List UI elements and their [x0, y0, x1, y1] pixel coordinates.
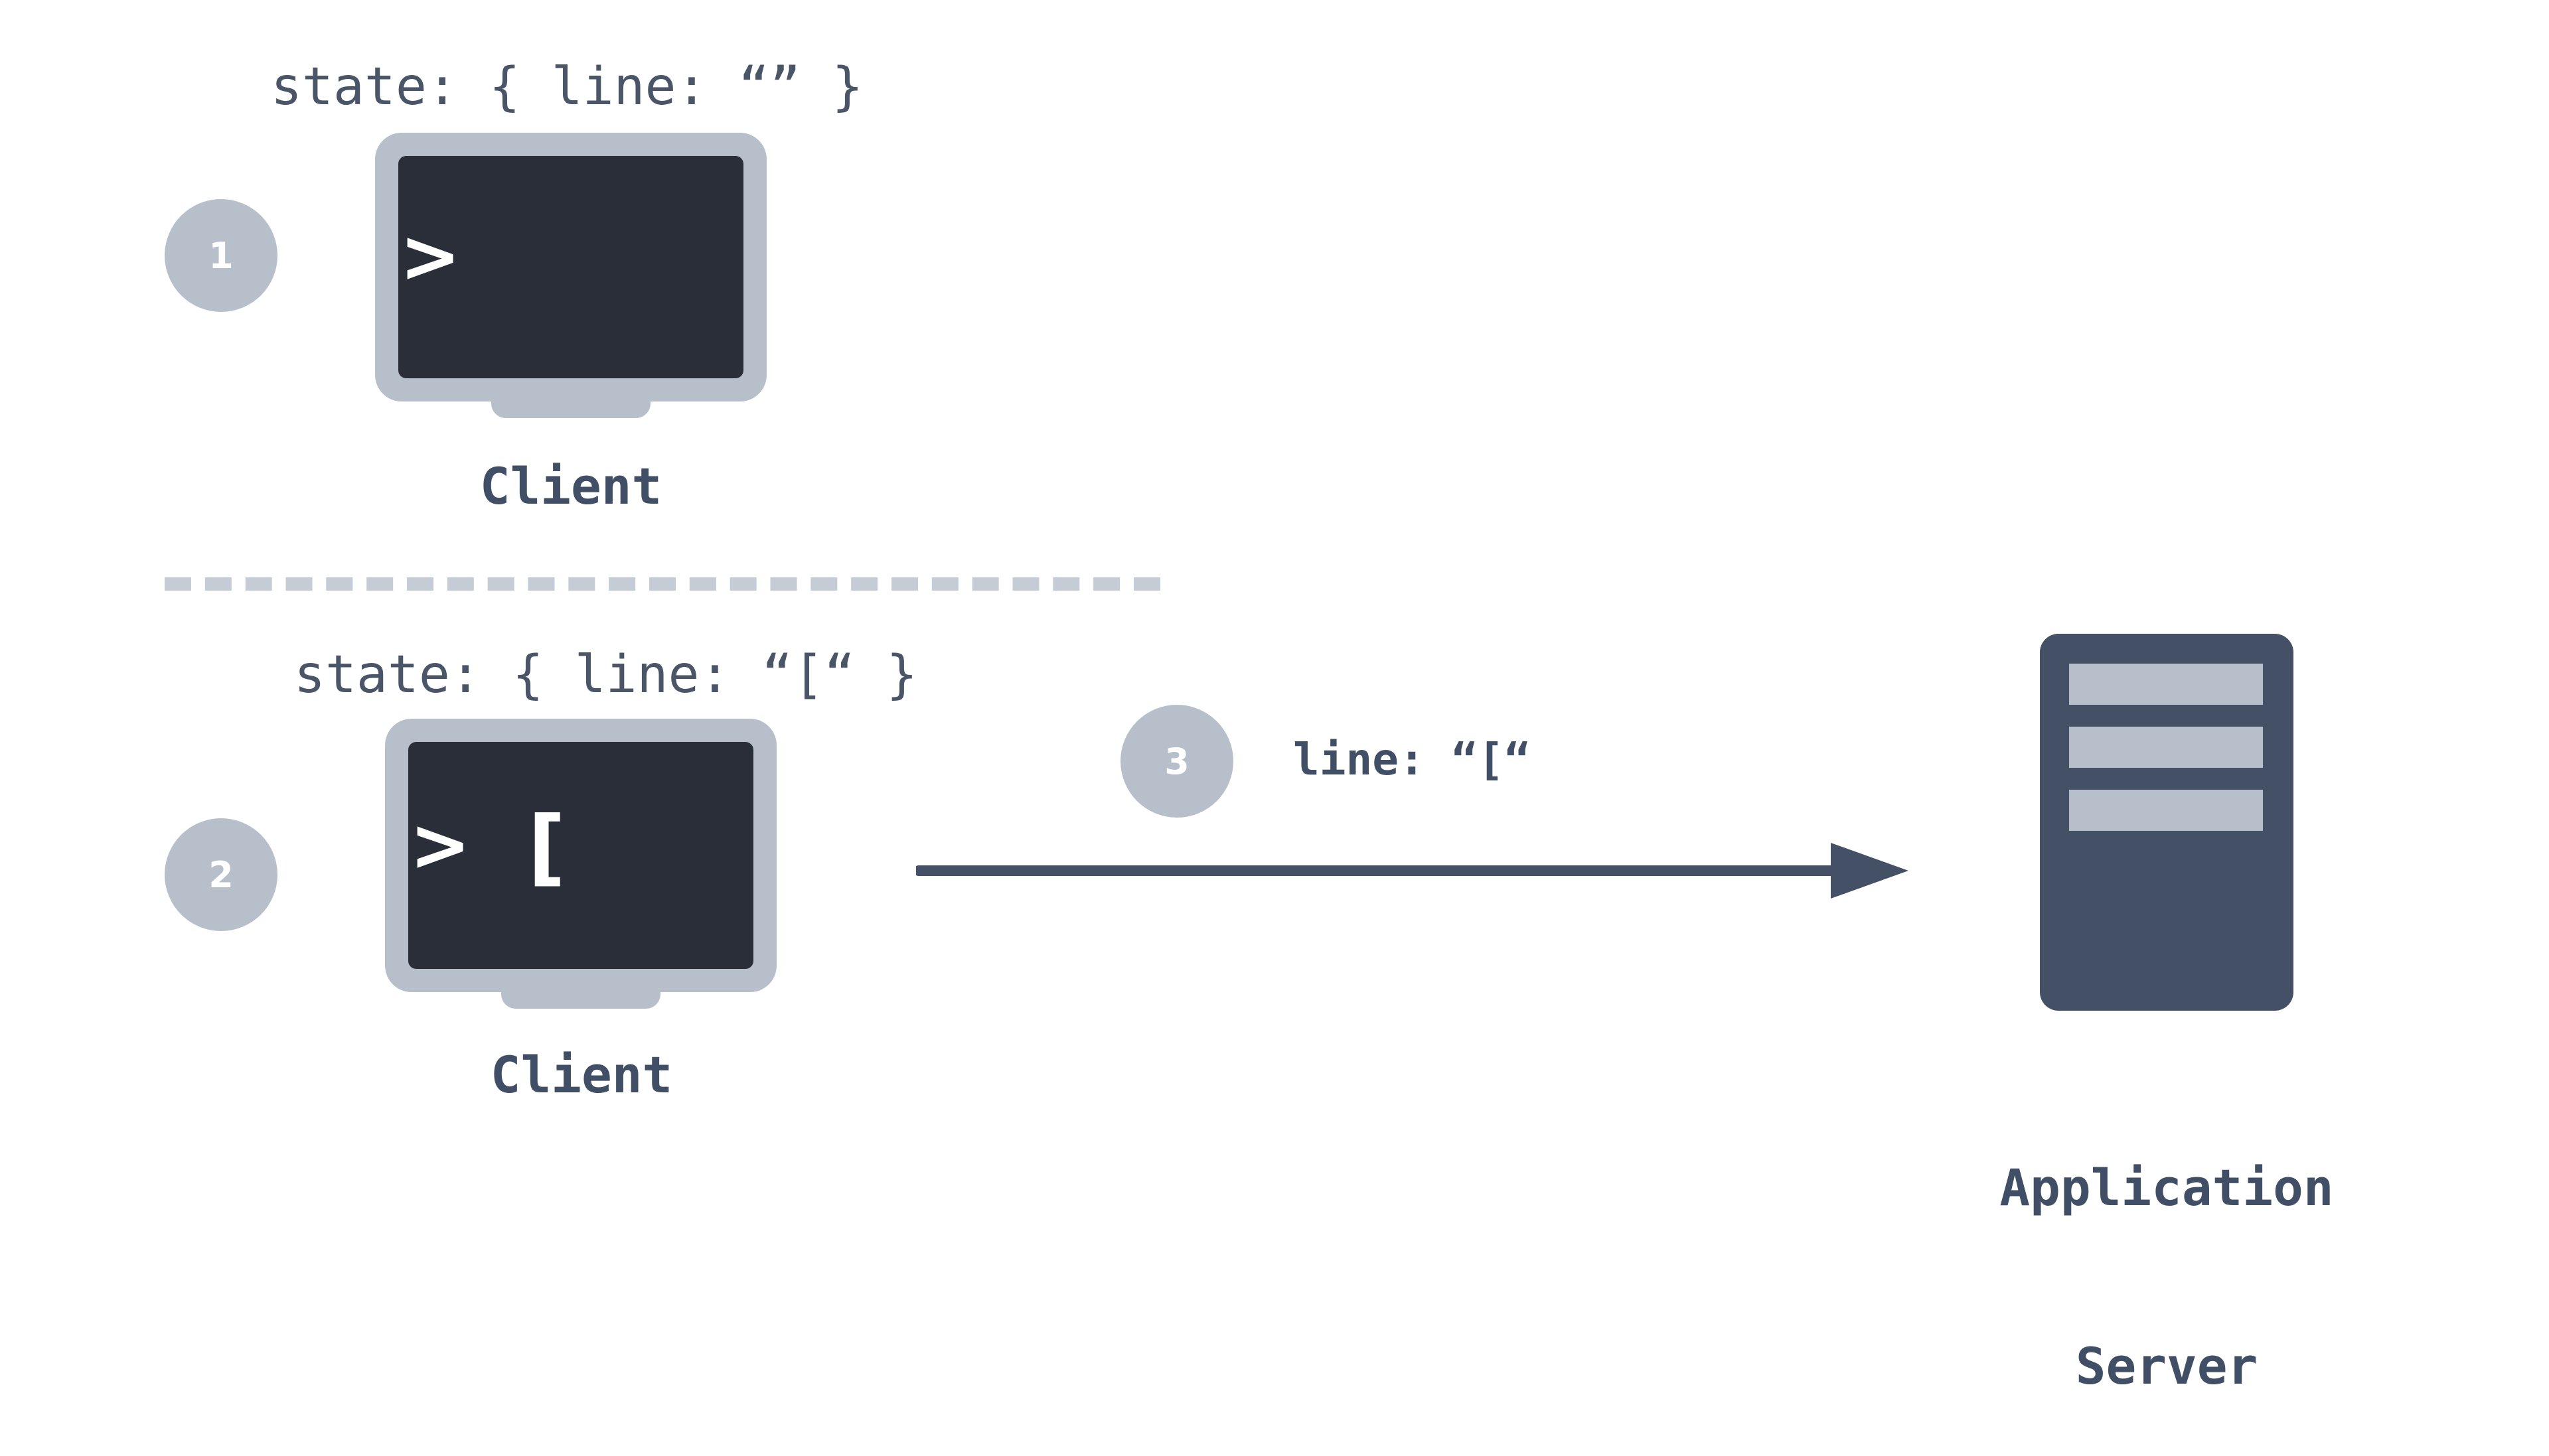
request-arrow-head — [1831, 843, 1908, 899]
state-2-text: state: { line: “[“ } — [294, 645, 918, 705]
server-label: Application Server — [1968, 1039, 2366, 1456]
client-monitor-2-icon: > [ — [385, 719, 777, 1009]
step-badge-2-number: 2 — [208, 853, 234, 896]
step-badge-1-number: 1 — [208, 234, 234, 277]
server-label-line-1: Application — [1999, 1158, 2334, 1218]
client-1-label: Client — [479, 457, 662, 516]
message-payload-text: line: “[“ — [1293, 734, 1531, 785]
server-slot-2 — [2069, 727, 2263, 768]
request-arrow — [916, 843, 1908, 899]
monitor-1-screen: > — [398, 156, 743, 378]
prompt-2-glyph: > — [410, 802, 471, 887]
step-badge-3-number: 3 — [1164, 740, 1190, 782]
prompt-1-glyph: > — [400, 214, 461, 299]
step-badge-2: 2 — [165, 818, 277, 931]
client-monitor-1-icon: > — [375, 133, 767, 418]
client-2-label: Client — [490, 1045, 673, 1104]
state-1-text: state: { line: “” } — [271, 57, 864, 117]
typed-bracket-text: [ — [528, 799, 566, 895]
server-slot-1 — [2069, 664, 2263, 705]
application-server-icon — [2040, 634, 2293, 1011]
step-divider — [165, 577, 1160, 591]
step-badge-3: 3 — [1120, 705, 1233, 818]
monitor-2-screen: > [ — [408, 742, 753, 969]
monitor-1-frame: > — [375, 133, 767, 401]
server-label-line-2: Server — [2075, 1337, 2258, 1396]
step-badge-1: 1 — [165, 199, 277, 312]
server-slot-3 — [2069, 790, 2263, 831]
monitor-2-frame: > [ — [385, 719, 777, 992]
